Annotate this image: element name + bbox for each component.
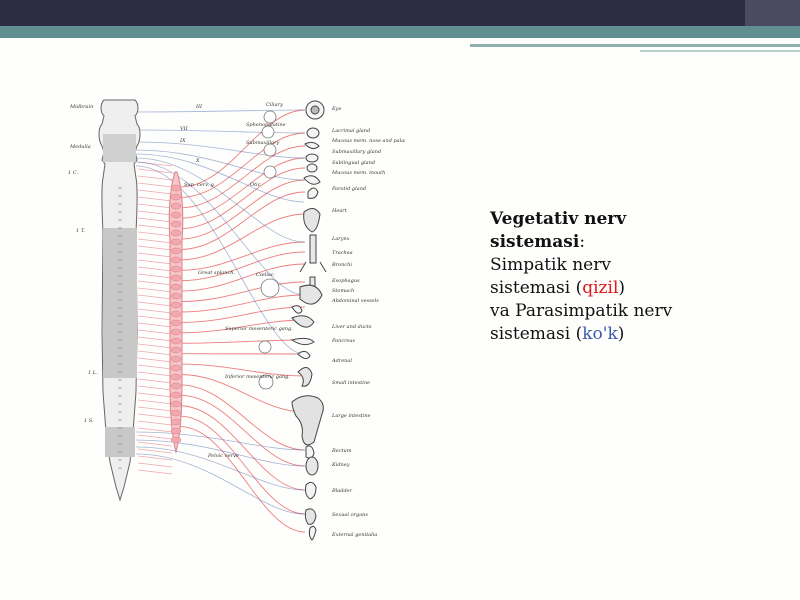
cranial-nerve-label: X — [195, 158, 200, 164]
organ-label: Bronchi — [331, 262, 352, 268]
cranial-nerve-label: VII — [180, 126, 189, 132]
inf-mesenteric-ganglion — [258, 374, 274, 390]
slide-caption: Vegetativ nerv sistemasi: Simpatik nerv … — [490, 208, 790, 346]
cord-level-label: 1 C. — [68, 170, 78, 176]
cord-level-label: 1 L. — [88, 370, 98, 376]
submaxillary-ganglion — [263, 143, 277, 157]
organ-label: Pancreas — [331, 338, 355, 344]
cord-level-label: 1 S. — [84, 418, 94, 424]
ganglion-label: Inferior mesenteric gang. — [224, 374, 290, 380]
line-parasympathetic: va Parasimpatik nerv — [490, 301, 673, 321]
ganglion-label: Great splanch. — [198, 270, 236, 276]
line-4-prefix: sistemasi ( — [490, 278, 583, 298]
organ-label: Bladder — [331, 488, 353, 494]
ciliary-ganglion — [263, 110, 277, 124]
organ-label: Mucous mem. nose and palate — [331, 138, 405, 144]
organ-label: Submaxillary gland — [332, 149, 381, 155]
cranial-nerve-label: IX — [179, 138, 186, 144]
organ-label: Large intestine — [331, 413, 371, 419]
organ-label: Heart — [331, 208, 348, 214]
organ-label: Trachea — [332, 250, 353, 256]
line-6-suffix: ) — [617, 324, 625, 344]
sympathetic-color-word: qizil — [582, 278, 619, 298]
organ-label: Lacrimal gland — [331, 128, 370, 134]
ganglion-label: Cœliac — [256, 272, 274, 278]
title-colon: : — [579, 232, 586, 252]
line-4-suffix: ) — [618, 278, 626, 298]
title-line-2: sistemasi — [490, 232, 580, 252]
organ-label: Liver and ducts — [331, 324, 372, 330]
header-rule-thin — [640, 50, 800, 52]
organ-label: Esophagus — [331, 278, 360, 284]
organ-label: Larynx — [331, 236, 350, 242]
organ-label: Parotid gland — [331, 186, 366, 192]
cord-level-label: Medulla — [69, 144, 91, 150]
coeliac-ganglion — [260, 278, 280, 298]
nerve-fibers — [135, 109, 306, 533]
header-accent — [745, 0, 800, 30]
organ-label: Sexual organs — [332, 512, 368, 518]
organ-label: External genitalia — [331, 532, 377, 538]
organ-label: Stomach — [332, 288, 354, 294]
organ-label: Kidney — [331, 462, 350, 468]
cord-level-label: Midbrain — [69, 104, 93, 110]
otic-ganglion — [263, 165, 277, 179]
sphenopalatine-ganglion — [261, 125, 275, 139]
ganglion-label: Submaxillary — [246, 140, 280, 146]
ganglion-label: Pelvic nerve — [207, 453, 239, 459]
organ-label: Rectum — [331, 448, 352, 454]
organ-label: Small intestine — [332, 380, 370, 386]
title-line-1: Vegetativ nerv — [490, 209, 627, 229]
organs — [290, 100, 327, 541]
ganglion-label: Otic — [250, 182, 261, 188]
organ-label: Abdominal vessels — [331, 298, 379, 304]
header-teal-band — [0, 26, 800, 38]
ganglion-label: Sup. cerv. g. — [184, 182, 216, 188]
parasympathetic-color-word: ko'k — [582, 324, 618, 344]
header-bar — [0, 0, 800, 26]
line-sympathetic: Simpatik nerv — [490, 255, 611, 275]
line-6-prefix: sistemasi ( — [490, 324, 583, 344]
ganglion-label: Superior mesenteric gang. — [225, 326, 293, 332]
sup-mesenteric-ganglion — [258, 340, 272, 354]
cranial-nerve-label: III — [195, 104, 203, 110]
organ-label: Sublingual gland — [332, 160, 375, 166]
spinal-cord — [98, 99, 141, 502]
ganglion-label: Ciliary — [266, 102, 283, 108]
organ-label: Mucous mem. mouth — [331, 170, 385, 176]
header-rule — [470, 44, 800, 47]
cord-level-label: 1 T. — [76, 228, 85, 234]
ganglion-label: Sphenopalatine — [246, 122, 286, 128]
organ-label: Eye — [331, 106, 341, 112]
organ-label: Adrenal — [331, 358, 352, 364]
